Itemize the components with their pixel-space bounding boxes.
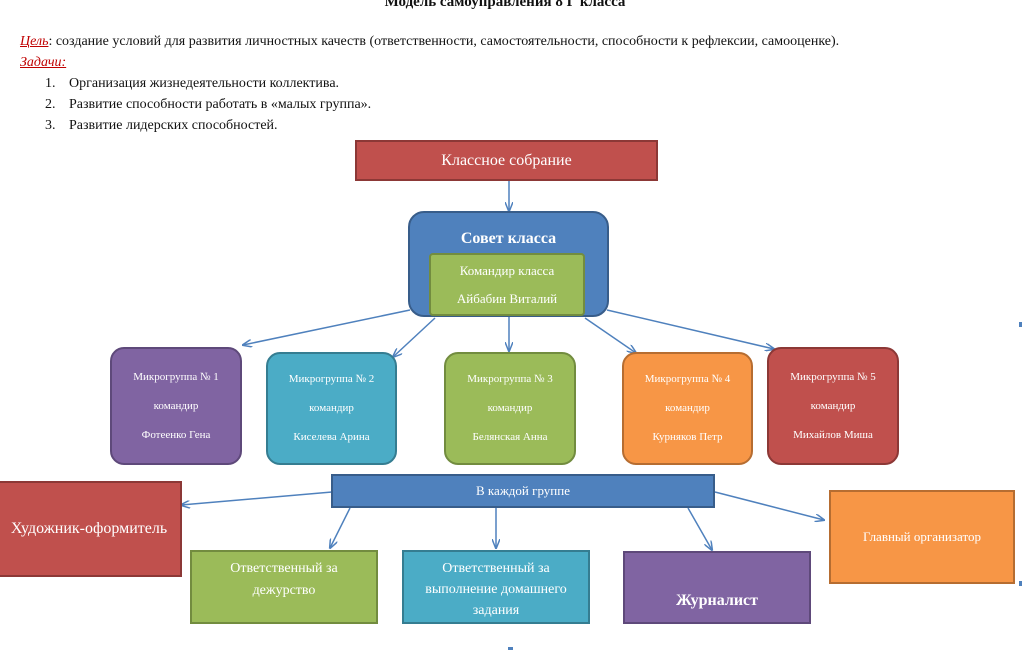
class-commander-name: Айбабин Виталий	[456, 290, 558, 306]
microgroup-4-box: Микрогруппа № 4 командир Курняков Петр	[622, 352, 753, 465]
duty-role-label: Ответственный за дежурство	[230, 561, 338, 598]
homework-role-label: Ответственный за выполнение домашнего за…	[425, 561, 567, 618]
page-edge-mark	[1019, 322, 1022, 327]
class-commander-box: Командир класса Айбабин Виталий	[429, 253, 585, 316]
task-item: 2. Развитие способности работать в «малых…	[45, 97, 371, 113]
microgroup-role: командир	[810, 399, 856, 412]
artist-role-box: Художник-оформитель	[0, 481, 182, 577]
microgroup-1-box: Микрогруппа № 1 командир Фотеенко Гена	[110, 347, 242, 465]
goal-text: : создание условий для развития личностн…	[48, 34, 840, 49]
microgroup-commander-name: Курняков Петр	[652, 431, 723, 443]
task-number: 1.	[45, 76, 56, 91]
task-text: Организация жизнедеятельности коллектива…	[69, 76, 340, 91]
class-assembly-label: Классное собрание	[441, 151, 572, 169]
journalist-role-box: Журналист	[623, 551, 811, 624]
microgroup-role: командир	[487, 402, 533, 414]
connector-council-group5	[606, 309, 774, 349]
task-text: Развитие способности работать в «малых г…	[69, 97, 372, 112]
organizer-role-label: Главный организатор	[863, 529, 981, 544]
microgroup-role: командир	[665, 402, 710, 414]
task-number: 2.	[45, 97, 56, 112]
microgroup-commander-name: Михайлов Миша	[793, 428, 873, 441]
connector-council-group1	[243, 309, 411, 345]
microgroup-commander-name: Фотеенко Гена	[141, 428, 211, 441]
microgroup-title: Микрогруппа № 5	[790, 370, 876, 383]
tasks-label-line: Задачи:	[20, 55, 66, 71]
connector-council-group4	[584, 317, 636, 353]
goal-label: Цель	[20, 34, 49, 49]
microgroup-title: Микрогруппа № 4	[644, 373, 731, 385]
homework-role-box: Ответственный за выполнение домашнего за…	[402, 550, 590, 624]
task-text: Развитие лидерских способностей.	[69, 118, 278, 133]
duty-role-box: Ответственный за дежурство	[190, 550, 378, 624]
connector-each-organizer	[714, 491, 824, 520]
microgroup-2-box: Микрогруппа № 2 командир Киселева Арина	[266, 352, 397, 465]
microgroup-title: Микрогруппа № 2	[288, 373, 375, 385]
class-council-label: Совет класса	[460, 230, 557, 247]
artist-role-label: Художник-оформитель	[10, 520, 168, 537]
document-title: Модель самоуправления 8 Г класса	[384, 0, 626, 10]
page-edge-mark	[508, 647, 513, 650]
page-edge-mark	[1019, 581, 1022, 586]
connector-council-group2	[393, 317, 436, 357]
class-commander-title: Командир класса	[459, 262, 555, 278]
connector-each-duty	[330, 507, 351, 548]
tasks-label: Задачи:	[20, 55, 67, 70]
journalist-role-label: Журналист	[675, 592, 758, 609]
microgroup-5-box: Микрогруппа № 5 командир Михайлов Миша	[767, 347, 899, 465]
microgroup-3-box: Микрогруппа № 3 командир Белянская Анна	[444, 352, 576, 465]
microgroup-role: командир	[153, 399, 199, 412]
organizer-role-box: Главный организатор	[829, 490, 1015, 584]
microgroup-title: Микрогруппа № 1	[133, 370, 219, 383]
class-assembly-box: Классное собрание	[355, 140, 658, 181]
goal-line: Цель: создание условий для развития личн…	[20, 34, 839, 50]
microgroup-role: командир	[309, 402, 354, 414]
microgroup-commander-name: Киселева Арина	[293, 431, 370, 443]
task-item: 3. Развитие лидерских способностей.	[45, 118, 278, 134]
connector-each-journalist	[687, 507, 712, 550]
microgroup-title: Микрогруппа № 3	[467, 373, 553, 385]
microgroup-commander-name: Белянская Анна	[472, 431, 548, 443]
task-item: 1. Организация жизнедеятельности коллекти…	[45, 76, 339, 92]
connector-each-artist	[181, 491, 333, 505]
each-group-box: В каждой группе	[331, 474, 715, 508]
task-number: 3.	[45, 118, 56, 133]
each-group-label: В каждой группе	[476, 483, 570, 498]
